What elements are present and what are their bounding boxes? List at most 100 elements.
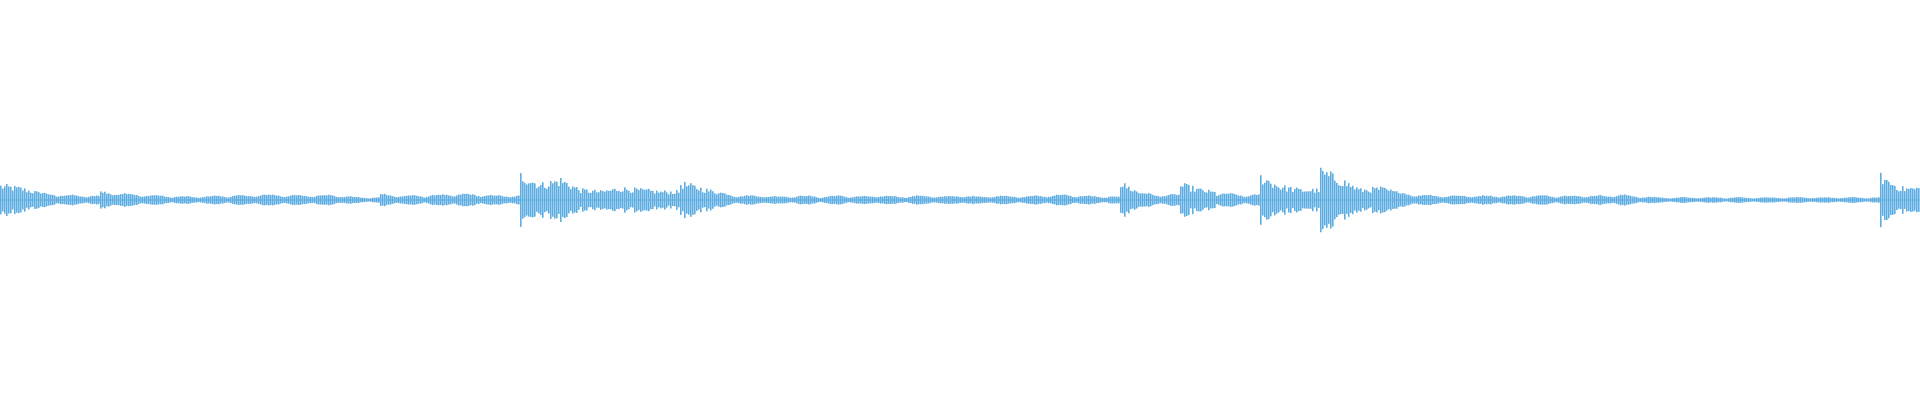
- waveform-sample-bar: [218, 195, 220, 205]
- waveform-sample-bar: [282, 196, 284, 204]
- waveform-sample-bar: [142, 196, 144, 204]
- waveform-sample-bar: [660, 191, 662, 209]
- waveform-sample-bar: [524, 182, 526, 218]
- waveform-sample-bar: [1008, 196, 1010, 204]
- waveform-sample-bar: [1140, 193, 1142, 207]
- waveform-sample-bar: [1044, 196, 1046, 204]
- waveform-sample-bar: [816, 197, 818, 203]
- waveform-sample-bar: [768, 197, 770, 203]
- waveform-sample-bar: [20, 187, 22, 213]
- waveform-sample-bar: [1134, 190, 1136, 210]
- waveform-sample-bar: [614, 188, 616, 212]
- waveform-sample-bar: [1232, 193, 1234, 207]
- waveform-sample-bar: [778, 196, 780, 204]
- waveform-sample-bar: [948, 195, 950, 205]
- waveform-sample-bar: [46, 193, 48, 207]
- waveform-sample-bar: [612, 189, 614, 211]
- waveform-sample-bar: [1730, 197, 1732, 203]
- waveform-sample-bar: [1710, 197, 1712, 203]
- waveform-sample-bar: [1366, 190, 1368, 210]
- waveform-sample-bar: [704, 192, 706, 208]
- waveform-sample-bar: [1514, 195, 1516, 205]
- waveform-sample-bar: [176, 196, 178, 204]
- waveform-sample-bar: [1680, 197, 1682, 203]
- waveform-sample-bar: [284, 196, 286, 204]
- waveform-sample-bar: [1214, 191, 1216, 209]
- waveform-sample-bar: [320, 195, 322, 205]
- waveform-sample-bar: [1358, 189, 1360, 211]
- waveform-sample-bar: [1152, 194, 1154, 206]
- waveform-sample-bar: [1170, 194, 1172, 206]
- waveform-sample-bar: [716, 194, 718, 206]
- waveform-sample-bar: [164, 196, 166, 204]
- waveform-sample-bar: [494, 195, 496, 205]
- waveform-sample-bar: [1198, 188, 1200, 212]
- waveform-sample-bar: [1016, 197, 1018, 203]
- waveform-sample-bar: [210, 196, 212, 204]
- waveform-sample-bar: [1508, 195, 1510, 205]
- waveform-sample-bar: [466, 193, 468, 207]
- waveform-sample-bar: [1746, 197, 1748, 203]
- waveform-sample-bar: [476, 196, 478, 204]
- waveform-sample-bar: [848, 197, 850, 203]
- waveform-sample-bar: [812, 196, 814, 204]
- waveform-sample-bar: [1500, 197, 1502, 203]
- waveform-sample-bar: [1342, 186, 1344, 214]
- waveform-sample-bar: [980, 196, 982, 204]
- waveform-sample-bar: [1570, 195, 1572, 205]
- waveform-sample-bar: [1866, 198, 1868, 202]
- waveform-sample-bar: [1144, 193, 1146, 207]
- waveform-sample-bar: [1422, 195, 1424, 205]
- waveform-sample-bar: [1552, 196, 1554, 204]
- waveform-sample-bar: [366, 198, 368, 202]
- waveform-sample-bar: [676, 190, 678, 210]
- waveform-sample-bar: [1436, 196, 1438, 204]
- waveform-sample-bar: [1686, 197, 1688, 203]
- waveform-sample-bar: [1100, 197, 1102, 203]
- waveform-sample-bar: [2, 188, 4, 212]
- waveform-sample-bar: [190, 196, 192, 204]
- waveform-sample-bar: [1706, 197, 1708, 203]
- waveform-sample-bar: [586, 189, 588, 211]
- waveform-sample-bar: [90, 196, 92, 204]
- waveform-sample-bar: [946, 196, 948, 204]
- waveform-sample-bar: [1754, 198, 1756, 202]
- waveform-sample-bar: [322, 195, 324, 205]
- waveform-sample-bar: [836, 195, 838, 205]
- waveform-sample-bar: [1034, 195, 1036, 205]
- waveform-sample-bar: [898, 197, 900, 203]
- waveform-sample-bar: [814, 196, 816, 204]
- waveform-sample-bar: [426, 196, 428, 204]
- waveform-sample-bar: [84, 197, 86, 203]
- waveform-sample-bar: [790, 197, 792, 203]
- waveform-sample-bar: [610, 190, 612, 210]
- waveform-sample-bar: [1146, 193, 1148, 207]
- waveform-sample-bar: [766, 197, 768, 203]
- waveform-sample-bar: [1064, 194, 1066, 206]
- waveform-sample-bar: [1202, 190, 1204, 210]
- waveform-sample-bar: [1734, 197, 1736, 203]
- waveform-sample-bar: [450, 195, 452, 205]
- waveform-sample-bar: [1376, 187, 1378, 213]
- waveform-sample-bar: [520, 173, 522, 227]
- waveform-sample-bar: [348, 196, 350, 204]
- waveform-sample-bar: [1486, 195, 1488, 205]
- waveform-sample-bar: [1742, 197, 1744, 203]
- waveform-sample-bar: [1462, 195, 1464, 205]
- waveform-sample-bar: [1672, 198, 1674, 202]
- waveform-sample-bar: [1302, 191, 1304, 209]
- waveform-sample-bar: [266, 195, 268, 205]
- waveform-sample-bar: [580, 193, 582, 207]
- waveform-sample-bar: [1418, 195, 1420, 205]
- waveform-sample-bar: [1006, 195, 1008, 205]
- waveform-sample-bar: [786, 196, 788, 204]
- waveform-sample-bar: [1854, 197, 1856, 203]
- waveform-sample-bar: [280, 196, 282, 204]
- waveform-sample-bar: [1712, 197, 1714, 203]
- waveform-sample-bar: [54, 195, 56, 205]
- waveform-sample-bar: [542, 182, 544, 218]
- waveform-sample-bar: [1780, 198, 1782, 202]
- waveform-sample-bar: [1386, 189, 1388, 211]
- waveform-sample-bar: [1658, 197, 1660, 203]
- waveform-sample-bar: [1560, 196, 1562, 204]
